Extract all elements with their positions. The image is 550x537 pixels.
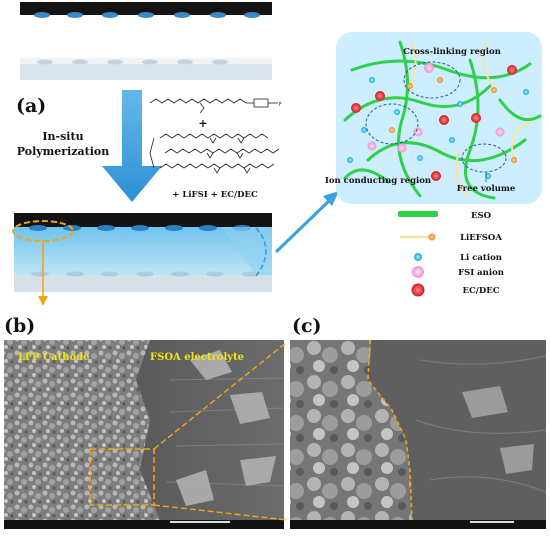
- top-cathode-plate: [20, 2, 272, 18]
- electrolyte-zoom-bracket: [255, 227, 267, 277]
- panel-label-a: (a): [16, 95, 46, 117]
- legend: ESO LiEFSOA Li cation FSI anion EC/DEC: [398, 211, 504, 297]
- ion-conducting-region-label: Ion conducting region: [325, 176, 431, 186]
- process-label-line2: Polymerization: [17, 145, 109, 158]
- cross-linking-region-label: Cross-linking region: [403, 47, 501, 57]
- zoom-arrow-to-sem: [38, 241, 48, 306]
- sem-image-c: [290, 340, 547, 529]
- legend-item-liefsoa: LiEFSOA: [400, 233, 502, 243]
- svg-text:F: F: [279, 102, 282, 108]
- legend-label-ec-dec: EC/DEC: [463, 286, 500, 296]
- cross-linking-region-outline: [403, 61, 461, 99]
- legend-item-eso: ESO: [398, 211, 492, 221]
- sem-label-fsoa-electrolyte: FSOA electrolyte: [150, 352, 244, 363]
- free-volume-outline: [461, 143, 507, 173]
- sem-b-zoom-region: [89, 448, 155, 506]
- legend-item-li-cation: Li cation: [414, 253, 502, 263]
- zoom-arrow-to-schematic: [274, 191, 339, 254]
- reaction-plus-sign: +: [198, 117, 207, 130]
- sem-image-b: [4, 340, 285, 529]
- legend-label-fsi-anion: FSI anion: [458, 268, 504, 278]
- polymer-network-schematic: [336, 32, 542, 204]
- polymerization-arrow: [102, 90, 162, 202]
- lifsoa-monomer-structure: F: [149, 98, 282, 114]
- legend-label-li-cation: Li cation: [460, 253, 502, 263]
- sem-c-interface-line: [367, 339, 413, 521]
- ion-conducting-region-outline: [365, 103, 419, 145]
- process-label-line1: In-situ: [42, 130, 83, 143]
- panel-label-b: (b): [4, 315, 35, 337]
- legend-label-liefsoa: LiEFSOA: [460, 233, 502, 243]
- sem-label-lfp-cathode: LFP Cathode: [18, 352, 89, 363]
- legend-item-ec-dec: EC/DEC: [411, 283, 500, 297]
- legend-item-fsi-anion: FSI anion: [412, 266, 504, 278]
- sem-zoom-guide-bottom: [153, 504, 288, 521]
- cathode-interface-highlight: [12, 220, 74, 242]
- panel-label-c: (c): [292, 315, 322, 337]
- top-anode-plate: [20, 58, 272, 80]
- reaction-additives: + LiFSI + EC/DEC: [172, 190, 258, 200]
- eso-triglyceride-structure: [149, 133, 280, 174]
- sem-zoom-guide-top: [153, 341, 288, 450]
- assembled-cell: [14, 213, 272, 292]
- free-volume-label: Free volume: [457, 184, 516, 194]
- legend-label-eso: ESO: [471, 211, 492, 221]
